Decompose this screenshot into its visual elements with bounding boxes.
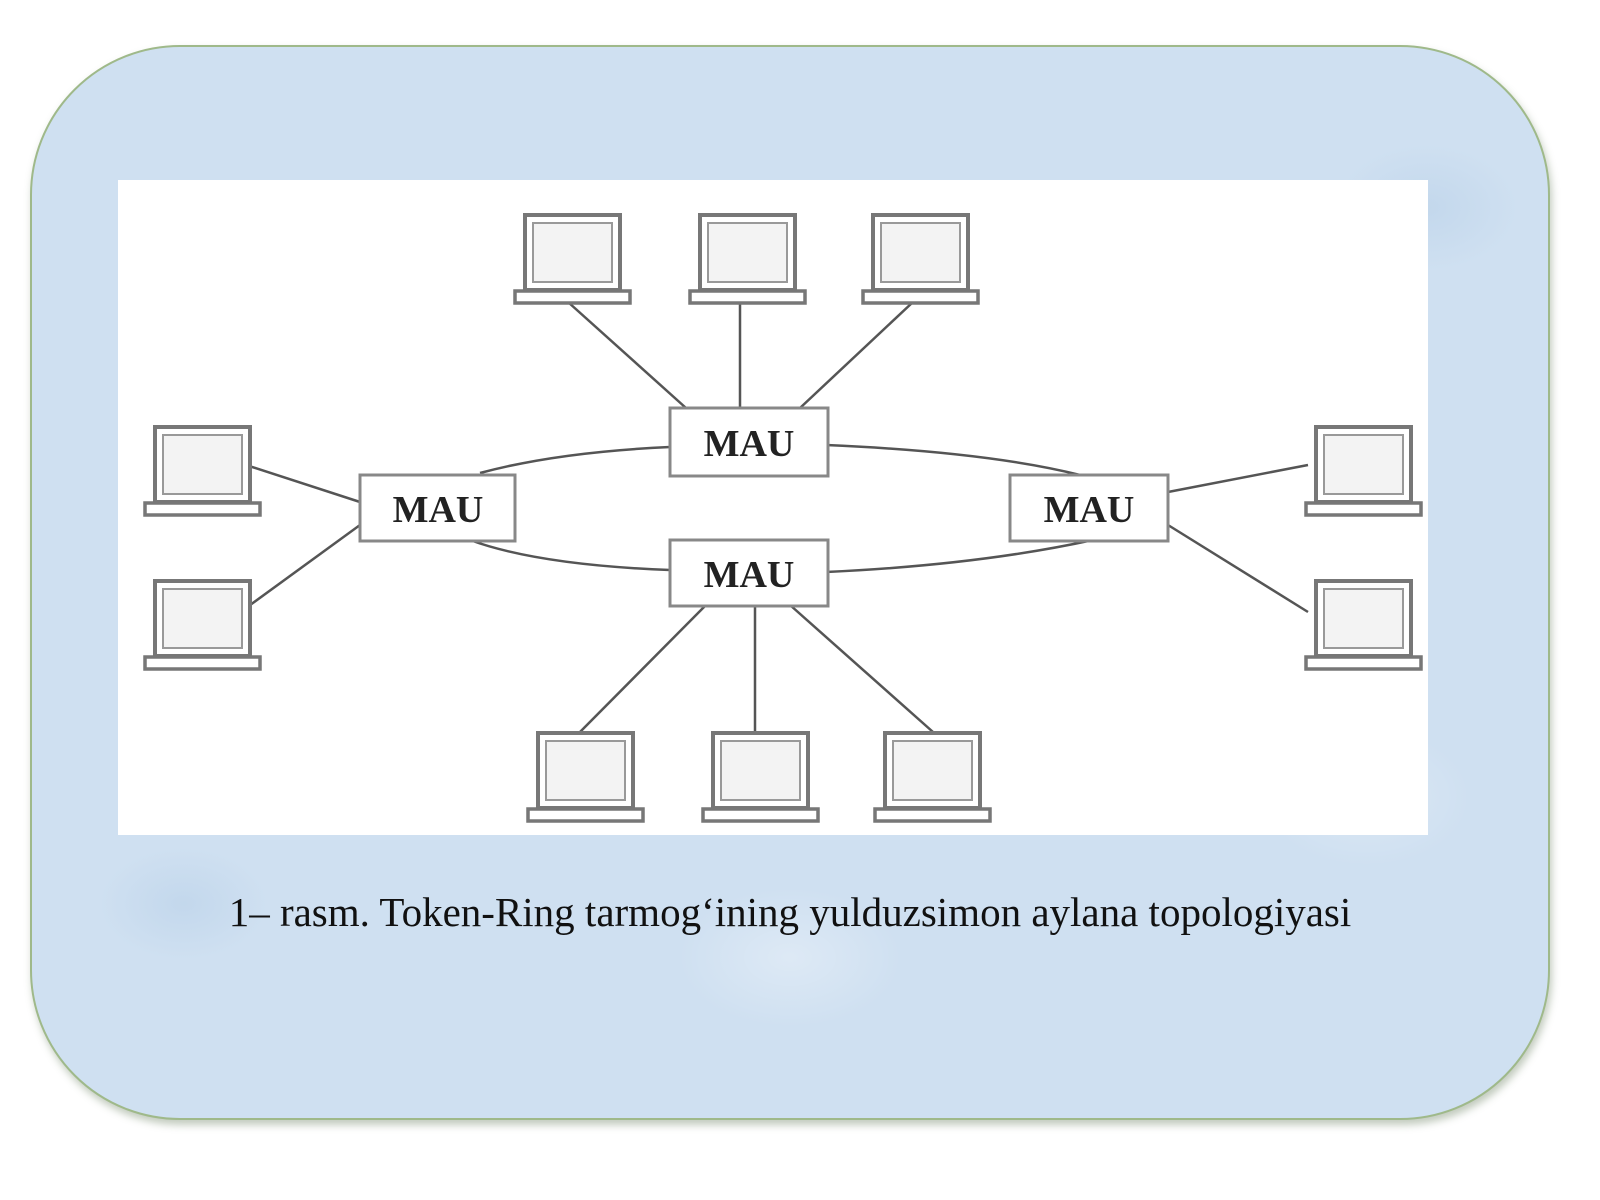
laptop-icon [861,213,980,305]
laptop-icon [1304,579,1423,671]
diagram-panel: MAU MAU MAU MAU [118,180,1428,835]
laptop-icon [143,579,262,671]
mau-hub-left-label: MAU [393,489,484,531]
spoke-top-3 [799,301,914,409]
mau-hub-right: MAU [1008,473,1170,543]
spoke-right-2 [1167,523,1309,614]
spoke-bottom-1 [579,604,707,733]
mau-hub-right-label: MAU [1044,489,1135,531]
laptop-icon [873,731,992,823]
spoke-top-1 [567,301,687,409]
figure-caption: 1– rasm. Token-Ring tarmog‘ining yulduzs… [228,889,1352,935]
mau-hub-top-label: MAU [704,423,795,465]
mau-hub-left: MAU [358,473,517,543]
token-ring-diagram: MAU MAU MAU MAU [143,213,1423,823]
spoke-right-1 [1167,463,1309,494]
spoke-left-2 [245,523,361,610]
spoke-bottom-3 [789,604,934,733]
laptop-icon [688,213,807,305]
laptop-icon [1304,425,1423,517]
mau-hub-bottom-label: MAU [704,554,795,596]
ring-link-right-bottom [825,538,1094,574]
spoke-left-1 [245,463,361,504]
ring-link-bottom-left [469,538,671,572]
mau-hub-top: MAU [668,406,830,478]
ring-link-top-right [825,443,1081,477]
laptop-icon [143,425,262,517]
ring-link-left-top [479,445,671,475]
laptop-icon [526,731,645,823]
laptop-icon [701,731,820,823]
mau-hub-bottom: MAU [668,538,830,608]
laptop-icon [513,213,632,305]
